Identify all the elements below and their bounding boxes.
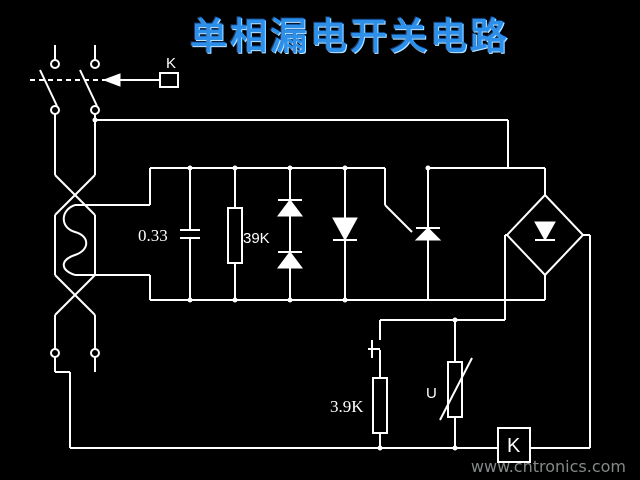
capacitor-value: 0.33 (138, 226, 168, 245)
supply-bus (95, 119, 509, 168)
resistor-3-9k-value: 3.9K (330, 397, 364, 416)
current-transformer (62, 204, 150, 276)
return-wire (55, 371, 590, 451)
relay-coil: K (497, 427, 531, 463)
main-switch: K (30, 45, 179, 115)
resistor-3-9k: 3.9K (330, 377, 388, 448)
diagram-title: 单相漏电开关电路 (190, 15, 510, 58)
test-button (368, 317, 505, 378)
zener-diodes (277, 168, 303, 300)
bridge-rectifier (504, 167, 591, 448)
varistor-label: U (426, 385, 437, 402)
line-conductors (50, 114, 100, 372)
resistor-39k-value: 39K (243, 230, 270, 247)
diode (332, 168, 358, 300)
relay-label-bottom: K (507, 435, 521, 457)
resistor-39k: 39K (227, 168, 270, 300)
relay-label-top: K (166, 55, 176, 72)
capacitor: 0.33 (138, 168, 200, 300)
sensing-network (149, 165, 505, 303)
watermark: www.cntronics.com (470, 457, 626, 476)
thyristor (384, 165, 508, 300)
varistor: U (426, 320, 473, 448)
